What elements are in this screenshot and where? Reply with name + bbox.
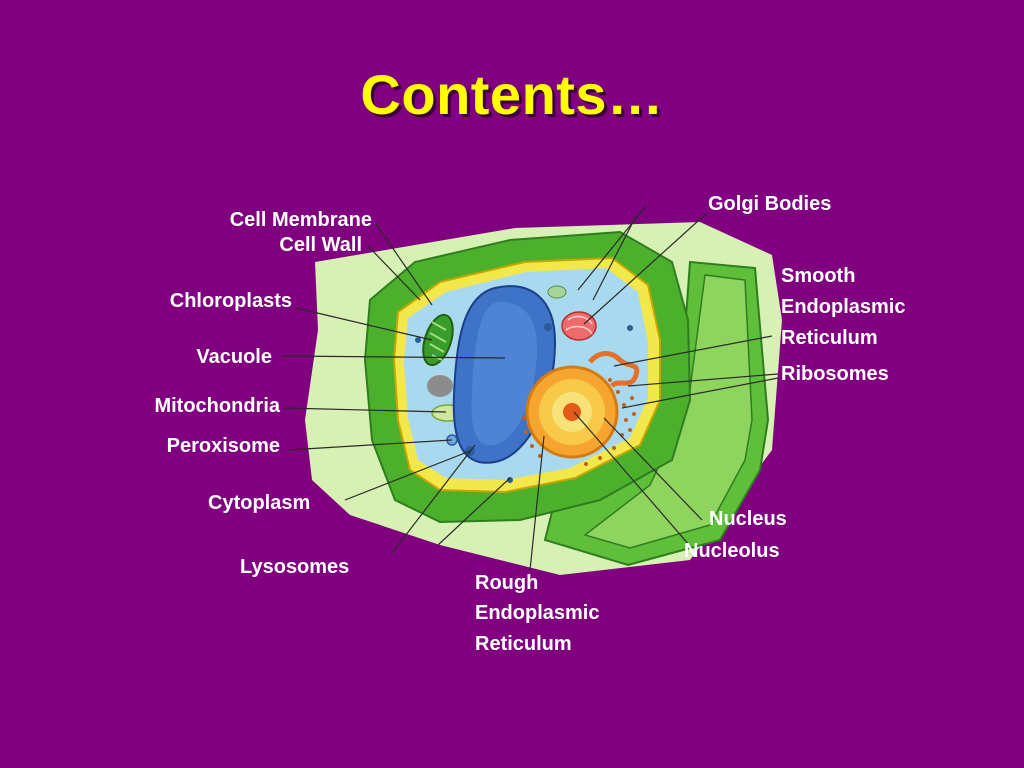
label-cytoplasm: Cytoplasm [208,492,311,514]
label-mitochondria: Mitochondria [154,395,280,417]
label-peroxisome: Peroxisome [166,435,280,457]
label-rough-er-3: Reticulum [475,633,572,655]
label-nucleus: Nucleus [709,508,787,530]
label-smooth-er-3: Reticulum [781,327,878,349]
slide-title: Contents… [360,63,664,126]
label-cell-wall: Cell Wall [279,234,362,256]
label-lysosomes: Lysosomes [240,556,350,578]
label-ribosomes: Ribosomes [781,363,889,385]
leader-lines [281,205,779,571]
label-smooth-er-1: Smooth [781,265,856,287]
label-golgi-bodies: Golgi Bodies [708,193,832,215]
label-vacuole: Vacuole [196,346,272,368]
label-cell-membrane: Cell Membrane [229,209,372,231]
label-chloroplasts: Chloroplasts [169,290,292,312]
nucleolus [563,403,581,421]
label-nucleolus: Nucleolus [684,540,780,562]
chloroplast [422,313,454,367]
label-rough-er-1: Rough [475,572,539,594]
smooth-er [588,351,640,388]
label-rough-er-2: Endoplasmic [475,602,600,624]
label-smooth-er-2: Endoplasmic [781,296,906,318]
